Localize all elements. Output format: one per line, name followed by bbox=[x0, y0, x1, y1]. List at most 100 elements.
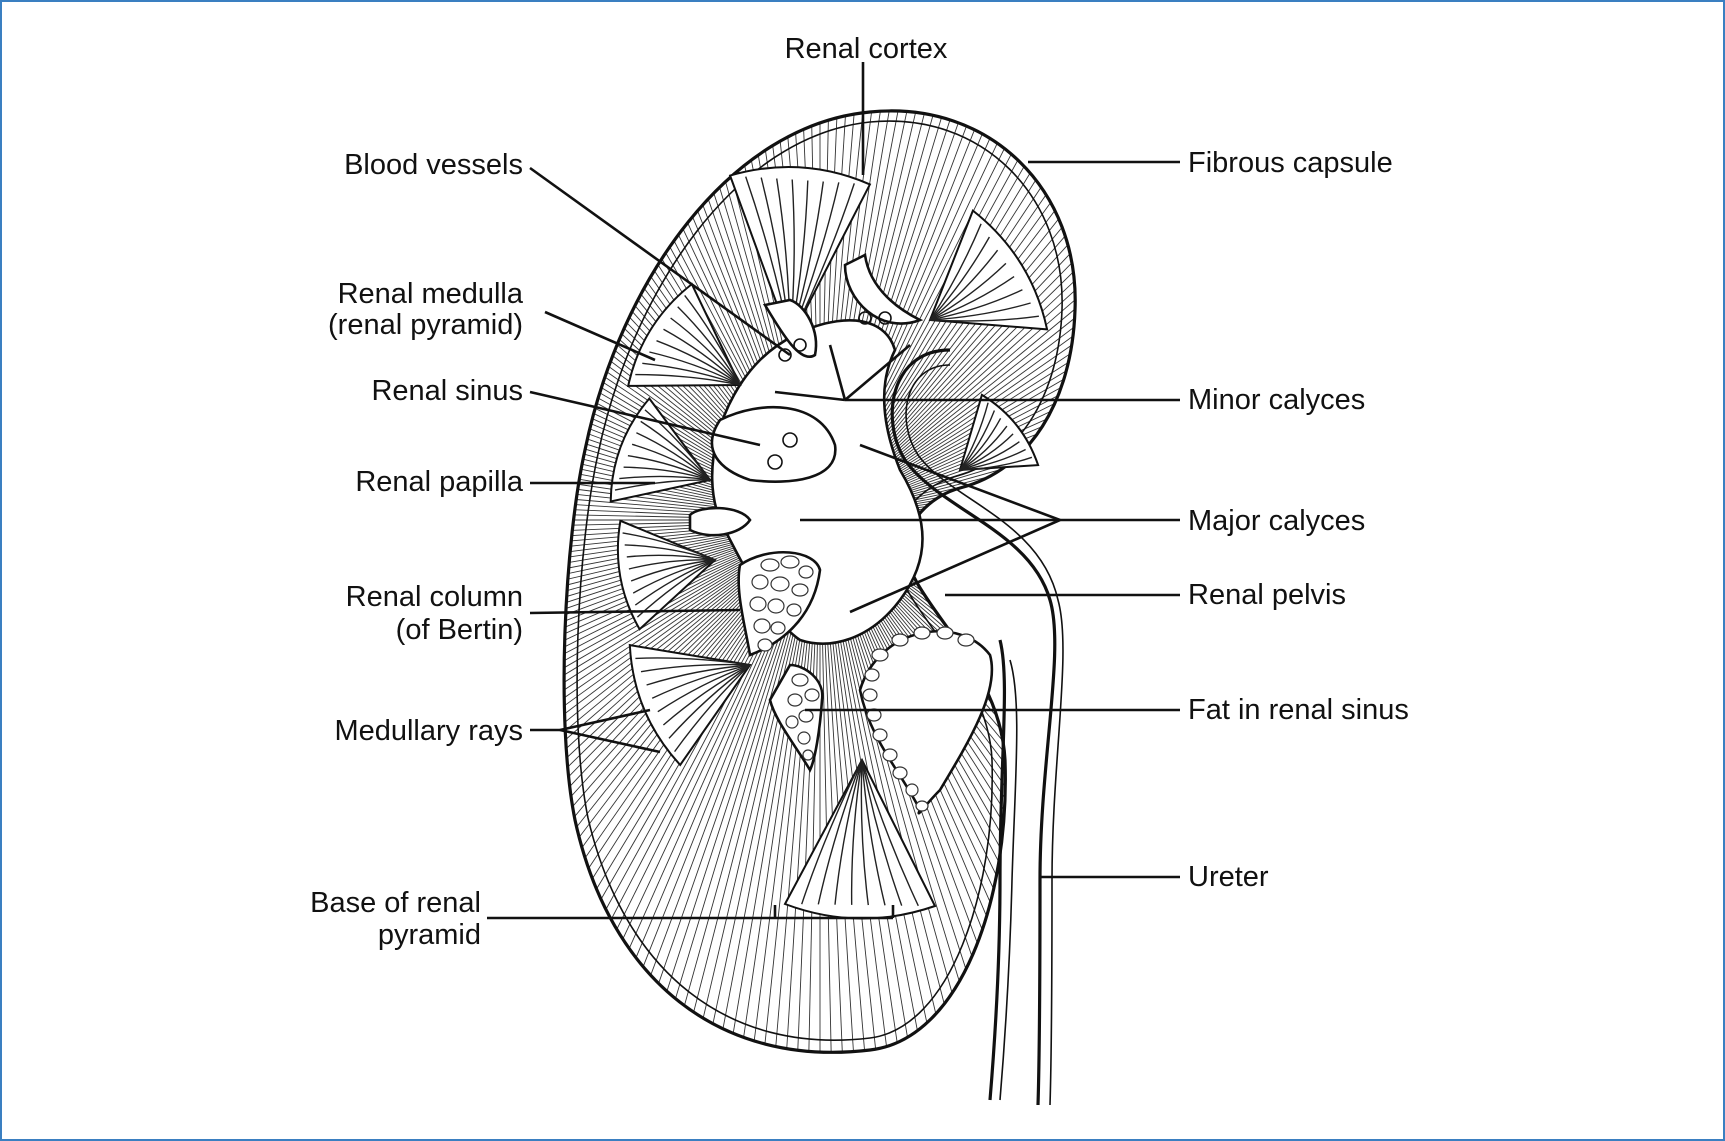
medullary-ray-line bbox=[959, 441, 1020, 471]
medullary-ray-line bbox=[959, 417, 1002, 471]
medullary-ray-line bbox=[614, 479, 711, 491]
medullary-ray-line bbox=[623, 466, 711, 481]
medullary-ray-line bbox=[640, 663, 751, 673]
medullary-ray-line bbox=[674, 664, 751, 753]
medullary-ray-line bbox=[959, 402, 989, 471]
hatch-line bbox=[564, 165, 747, 470]
fat-cell bbox=[915, 800, 929, 812]
renal-papilla-cup bbox=[688, 506, 752, 537]
hatch-line bbox=[564, 114, 753, 462]
medullary-ray-line bbox=[619, 475, 711, 481]
medullary-ray-line bbox=[624, 544, 716, 561]
label-pyramid: pyramid bbox=[378, 919, 481, 951]
medullary-ray-line bbox=[642, 362, 741, 386]
fat-cell bbox=[797, 731, 811, 745]
hatch-line bbox=[870, 110, 1076, 447]
hatch-line bbox=[867, 110, 1076, 445]
fat-cells-column bbox=[749, 555, 814, 652]
hatch-line bbox=[564, 587, 762, 990]
medullary-ray-line bbox=[959, 456, 1033, 471]
medullary-ray-line bbox=[635, 657, 751, 666]
fat-cell bbox=[770, 621, 786, 635]
hatch-line bbox=[881, 110, 1076, 455]
hatch-line bbox=[869, 110, 1076, 446]
fat-cell bbox=[905, 783, 919, 797]
medullary-ray-line bbox=[959, 448, 1026, 471]
hatch-line bbox=[862, 110, 1076, 442]
medullary-ray-line bbox=[861, 759, 903, 906]
hatch-line bbox=[907, 540, 1076, 663]
hatch-line bbox=[564, 591, 766, 1015]
hatch-line bbox=[564, 590, 765, 1007]
hatch-line bbox=[564, 579, 754, 936]
label-renal-cortex: Renal cortex bbox=[785, 33, 948, 65]
fat-cell bbox=[882, 748, 898, 762]
medullary-ray-line bbox=[646, 664, 751, 686]
label-ureter: Ureter bbox=[1188, 861, 1269, 893]
renal-sinus-pocket bbox=[710, 405, 837, 483]
ureter-right-wall bbox=[999, 659, 1018, 1101]
medullary-ray-line bbox=[656, 340, 741, 386]
medullary-ray-line bbox=[677, 306, 741, 386]
fat-cell bbox=[957, 633, 975, 647]
label-renal-column: Renal column bbox=[346, 581, 523, 613]
label-renal-papilla: Renal papilla bbox=[355, 466, 524, 498]
vessel-dot bbox=[858, 311, 872, 325]
label-renal-pyramid: (renal pyramid) bbox=[328, 309, 523, 341]
fat-cell bbox=[864, 668, 880, 682]
fat-cell bbox=[891, 633, 909, 647]
vessel-dot bbox=[878, 311, 892, 325]
fat-cell bbox=[798, 709, 814, 723]
medullary-ray-line bbox=[959, 410, 996, 471]
hatch-line bbox=[564, 467, 731, 513]
hatch-line bbox=[564, 569, 746, 864]
fat-cell bbox=[791, 583, 809, 597]
hatch-line bbox=[564, 493, 731, 517]
medullary-ray-line bbox=[929, 236, 991, 321]
vessel-dot bbox=[767, 454, 783, 470]
renal-pyramid-lobe bbox=[609, 396, 712, 503]
medullary-ray-line bbox=[668, 664, 751, 739]
medullary-ray-line bbox=[628, 559, 716, 570]
hatch-line bbox=[857, 110, 1076, 439]
hatch-line bbox=[564, 578, 753, 926]
medullary-ray-line bbox=[640, 420, 711, 481]
hatch-line bbox=[564, 506, 731, 519]
hatch-line bbox=[878, 110, 1076, 453]
medullary-ray-line bbox=[959, 425, 1008, 471]
fat-cell bbox=[804, 688, 820, 702]
renal-pyramids bbox=[609, 166, 1049, 920]
fat-cell bbox=[757, 638, 773, 652]
label-major-calyces: Major calyces bbox=[1188, 505, 1365, 537]
hatch-line bbox=[894, 176, 1076, 471]
renal-pyramid-lobe bbox=[928, 208, 1049, 331]
hatch-line bbox=[564, 566, 744, 842]
hatch-line bbox=[874, 110, 1076, 449]
medullary-ray-line bbox=[636, 432, 711, 481]
hatch-line bbox=[909, 528, 1076, 586]
hatch-line bbox=[564, 593, 770, 1030]
medullary-ray-line bbox=[630, 559, 716, 582]
hatch-line bbox=[890, 134, 1076, 465]
medullary-ray-line bbox=[929, 223, 982, 321]
medullary-ray-line bbox=[634, 559, 716, 606]
hatch-line bbox=[564, 134, 750, 465]
hatch-line bbox=[882, 110, 1076, 457]
hatch-line bbox=[891, 144, 1076, 466]
medullary-ray-line bbox=[651, 664, 751, 699]
minor-calyx-cup-top bbox=[843, 253, 924, 325]
hatch-line bbox=[889, 124, 1076, 463]
hatch-line bbox=[895, 187, 1076, 473]
medullary-ray-line bbox=[657, 664, 751, 713]
fat-cell bbox=[749, 596, 767, 612]
hatch-line bbox=[908, 532, 1076, 612]
medullary-ray-line bbox=[670, 317, 741, 386]
label-fibrous-capsule: Fibrous capsule bbox=[1188, 147, 1393, 179]
hatch-line bbox=[564, 480, 731, 515]
hatch-line bbox=[564, 523, 731, 547]
hatch-line bbox=[564, 564, 743, 831]
fat-cell bbox=[770, 576, 790, 592]
fat-cell bbox=[787, 693, 803, 707]
blood-vessel-sleeve-1 bbox=[762, 298, 818, 358]
label-medullary-rays: Medullary rays bbox=[334, 715, 523, 747]
